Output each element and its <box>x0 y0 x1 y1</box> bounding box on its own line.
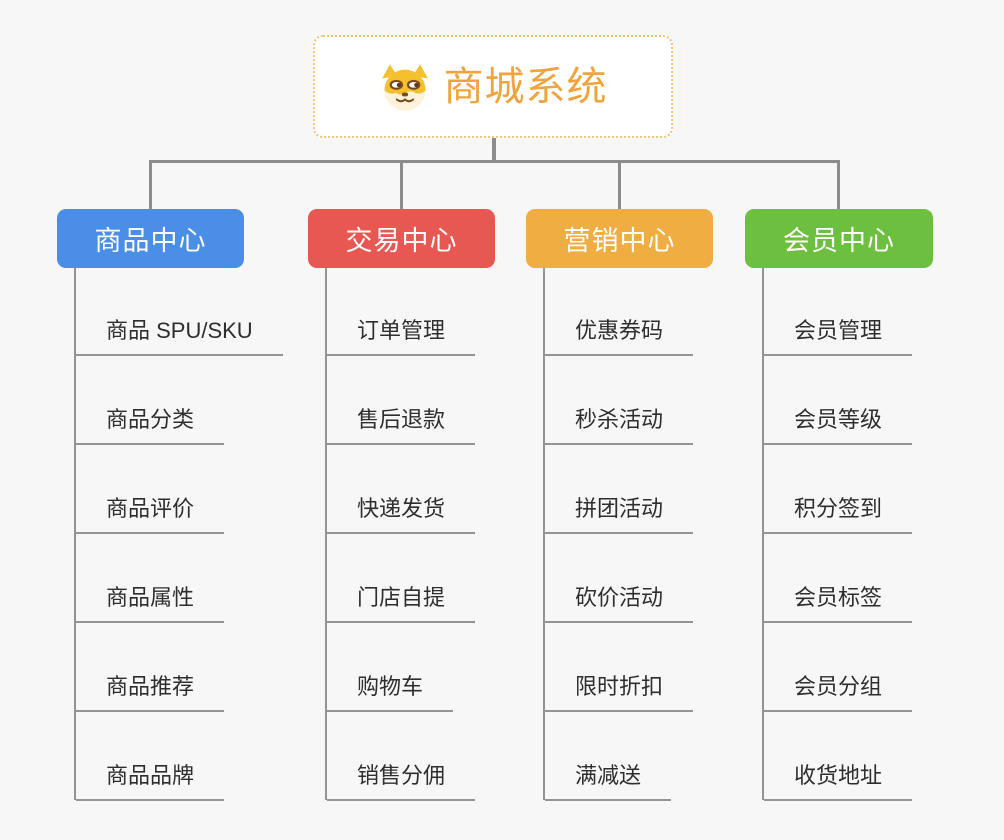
child-node[interactable]: 快递发货 <box>327 494 476 534</box>
child-node[interactable]: 订单管理 <box>327 316 476 356</box>
branch-label: 商品中心 <box>94 226 207 256</box>
child-node[interactable]: 商品 SPU/SKU <box>76 316 283 356</box>
branch-node-members[interactable]: 会员中心 <box>745 209 933 268</box>
branch-node-products[interactable]: 商品中心 <box>57 209 244 268</box>
children-column-marketing: 优惠券码秒杀活动拼团活动砍价活动限时折扣满减送 <box>543 268 694 801</box>
connector-drop-marketing <box>618 162 621 210</box>
root-node[interactable]: 商城系统 <box>313 35 673 138</box>
child-node[interactable]: 优惠券码 <box>545 316 694 356</box>
branch-label: 交易中心 <box>345 226 458 256</box>
branch-label: 营销中心 <box>563 226 676 256</box>
connector-drop-trade <box>400 162 403 210</box>
child-node[interactable]: 商品评价 <box>76 494 225 534</box>
child-node[interactable]: 售后退款 <box>327 405 476 445</box>
child-node[interactable]: 商品属性 <box>76 583 225 623</box>
dog-face-icon <box>381 63 428 111</box>
connector-root-stem <box>492 138 496 162</box>
child-node[interactable]: 秒杀活动 <box>545 405 694 445</box>
child-node[interactable]: 商品推荐 <box>76 672 225 712</box>
children-column-products: 商品 SPU/SKU 商品分类商品评价商品属性商品推荐商品品牌 <box>74 268 283 801</box>
child-node[interactable]: 拼团活动 <box>545 494 694 534</box>
child-node[interactable]: 购物车 <box>327 672 454 712</box>
child-node[interactable]: 销售分佣 <box>327 761 476 801</box>
child-node[interactable]: 会员分组 <box>764 672 913 712</box>
child-node[interactable]: 会员管理 <box>764 316 913 356</box>
branch-node-marketing[interactable]: 营销中心 <box>526 209 713 268</box>
root-label: 商城系统 <box>443 64 608 109</box>
children-column-trade: 订单管理售后退款快递发货门店自提购物车销售分佣 <box>325 268 476 801</box>
child-node[interactable]: 会员标签 <box>764 583 913 623</box>
children-column-members: 会员管理会员等级积分签到会员标签会员分组收货地址 <box>762 268 913 801</box>
child-node[interactable]: 门店自提 <box>327 583 476 623</box>
child-node[interactable]: 收货地址 <box>764 761 913 801</box>
connector-drop-members <box>837 162 840 210</box>
child-node[interactable]: 商品品牌 <box>76 761 225 801</box>
child-node[interactable]: 满减送 <box>545 761 672 801</box>
connector-drop-products <box>149 162 152 210</box>
child-node[interactable]: 限时折扣 <box>545 672 694 712</box>
child-node[interactable]: 会员等级 <box>764 405 913 445</box>
branch-node-trade[interactable]: 交易中心 <box>308 209 495 268</box>
connector-horizontal <box>149 160 840 163</box>
child-node[interactable]: 积分签到 <box>764 494 913 534</box>
child-node[interactable]: 砍价活动 <box>545 583 694 623</box>
branch-label: 会员中心 <box>783 226 895 256</box>
child-node[interactable]: 商品分类 <box>76 405 225 445</box>
